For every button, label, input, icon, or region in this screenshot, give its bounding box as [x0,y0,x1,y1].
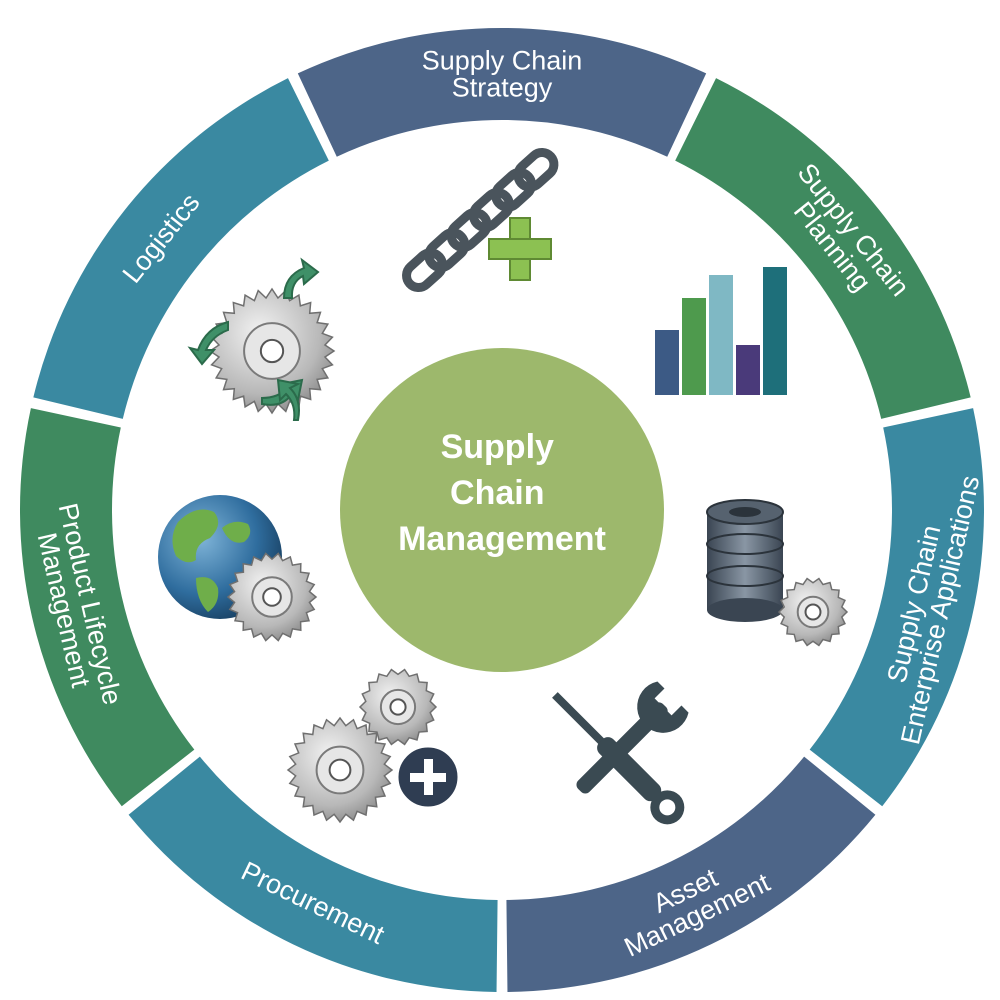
segment-5-band [19,408,195,807]
segment-4-band [128,756,498,992]
segment-3-band [506,756,876,992]
bar-chart-icon [655,267,787,395]
segment-0-band [297,27,707,157]
database-gear-icon [706,499,849,647]
segment-2-band [809,408,985,807]
segment-1-band [675,78,971,419]
segment-6-band [33,78,329,419]
segment-0-label-line-1: Strategy [452,73,553,103]
gears-plus-icon [286,668,461,824]
center-title-line-1: Supply [441,428,554,466]
wrench-screwdriver-icon [552,681,689,825]
center-circle [340,348,664,672]
segment-0-label-line-0: Supply Chain [422,46,583,76]
chain-plus-icon [402,147,559,293]
center-title-line-3: Management [398,520,606,558]
gear-arrows-icon [187,257,336,421]
center-title: Supply Chain Management [398,428,606,558]
globe-gear-icon [158,495,318,642]
center-title-line-2: Chain [450,474,544,512]
